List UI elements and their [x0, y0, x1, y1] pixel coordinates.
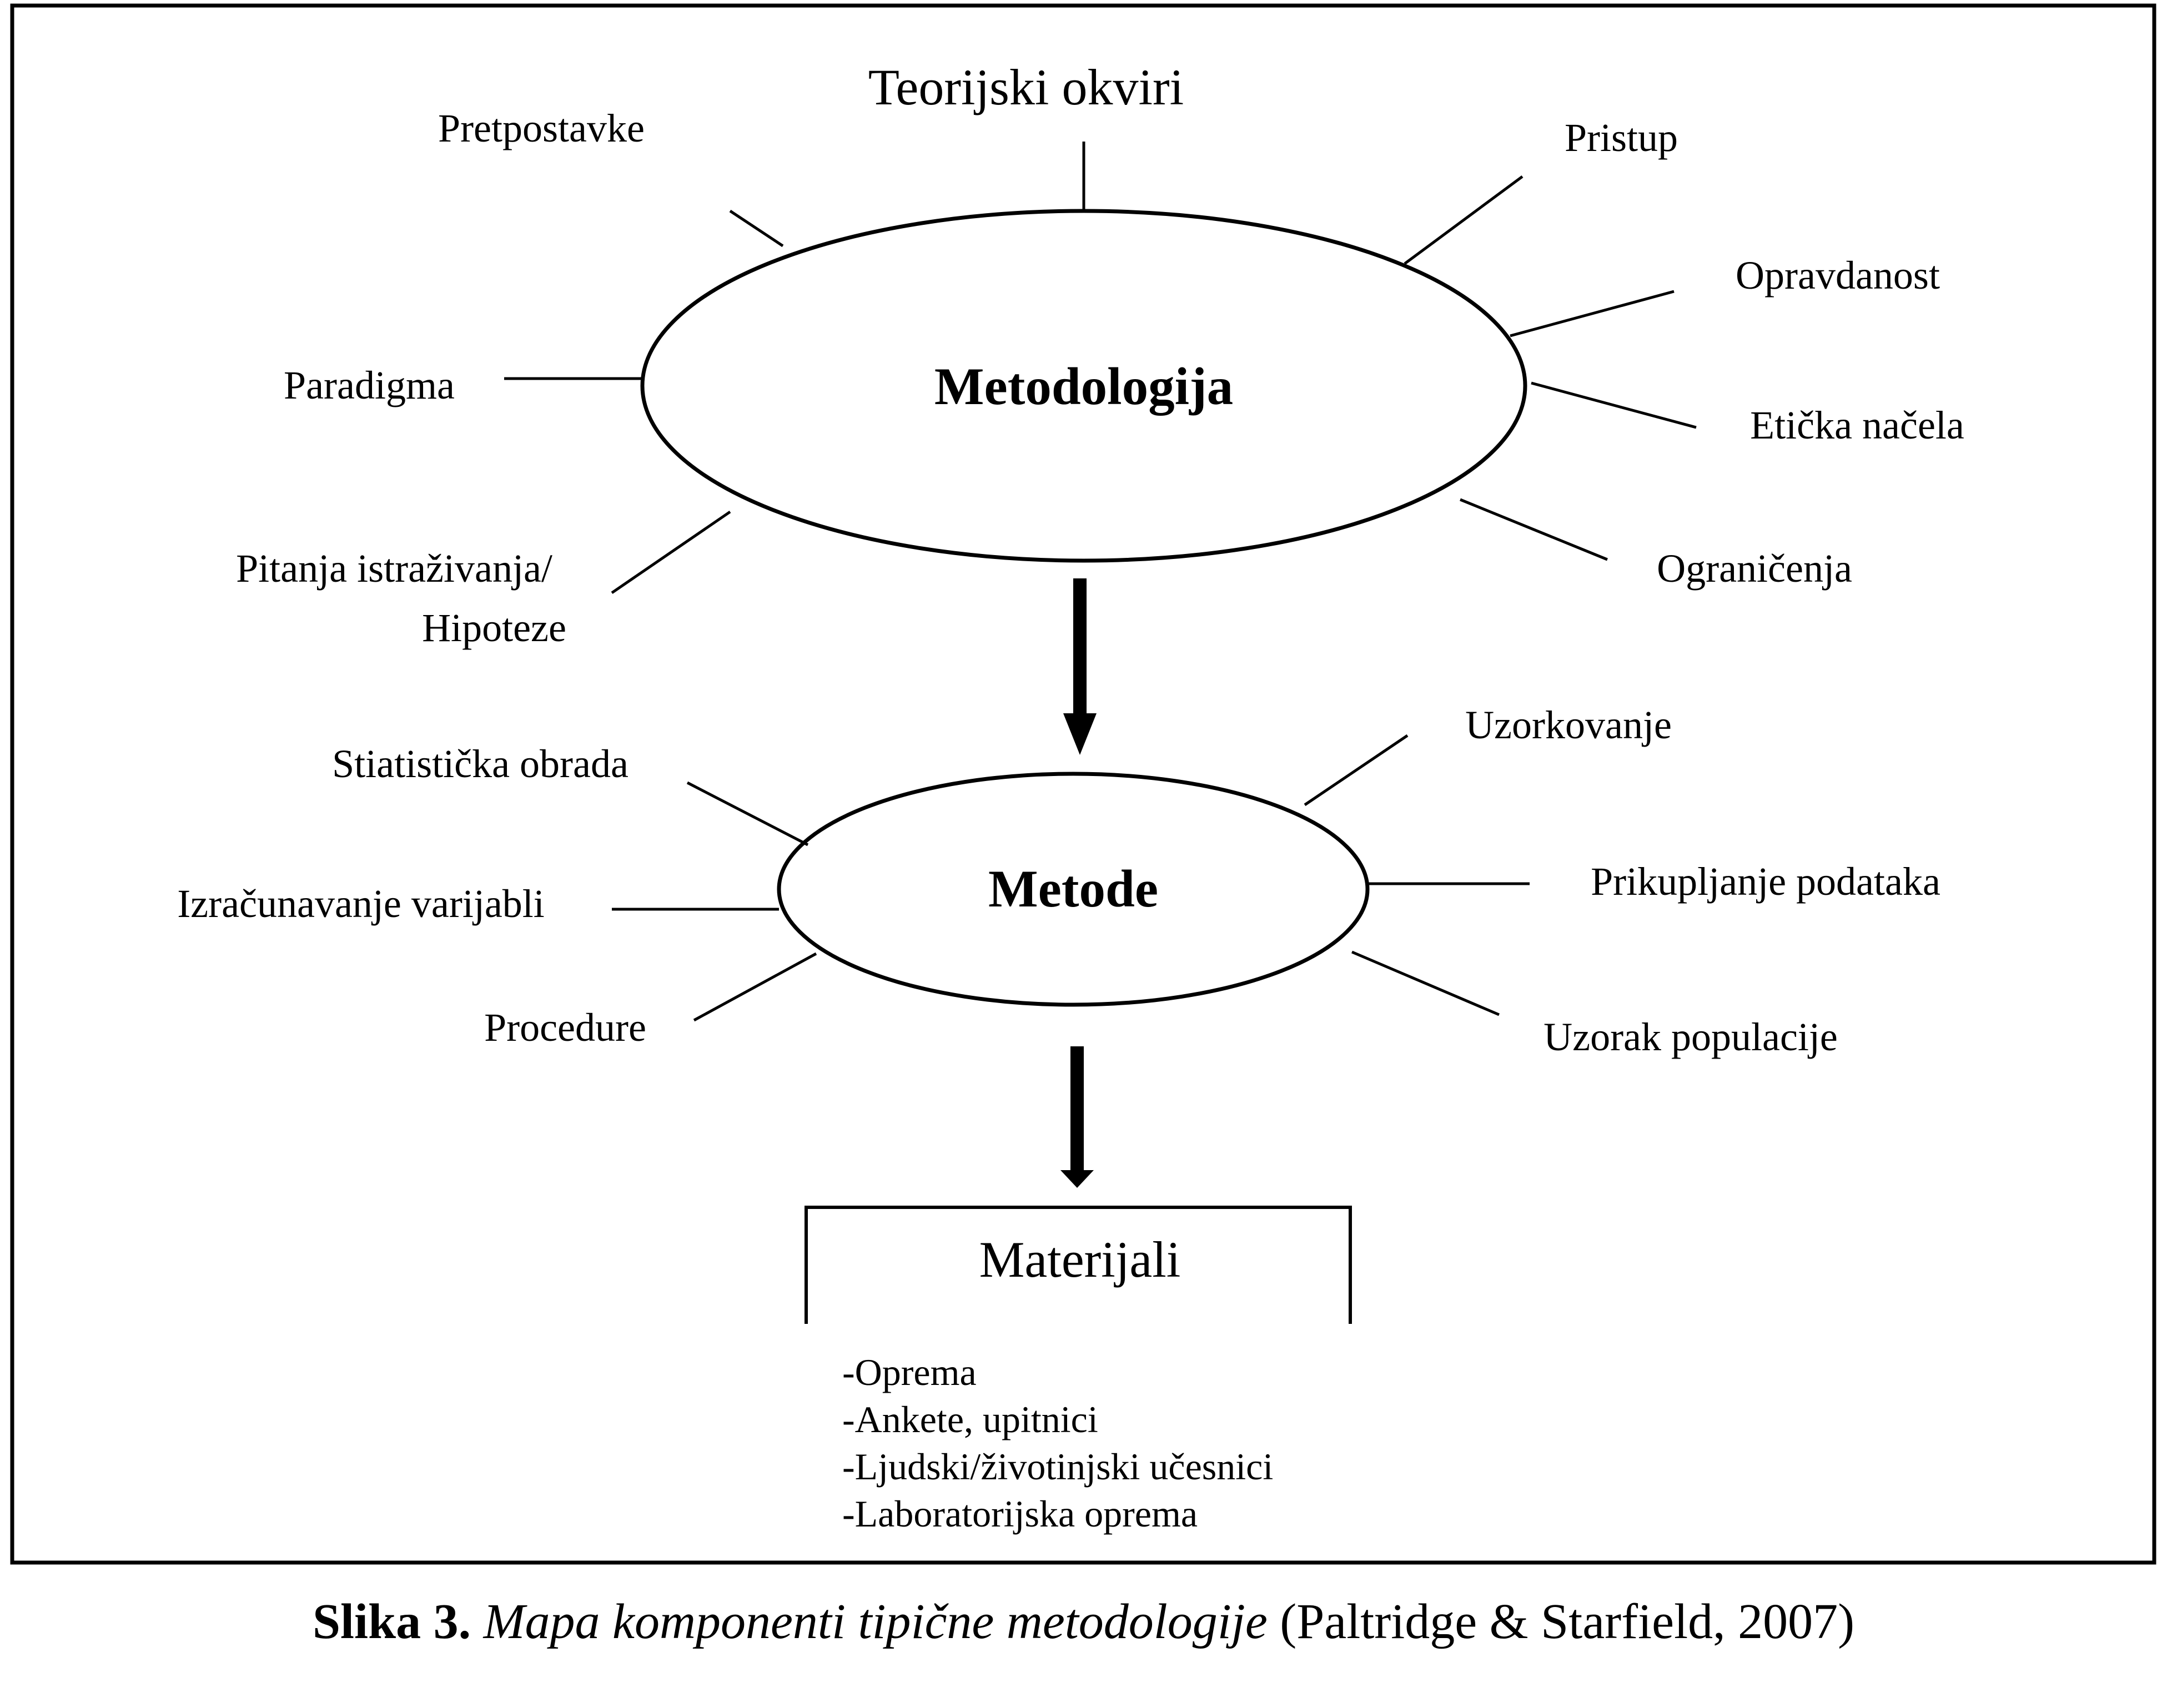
label-paradigm: Paradigma	[284, 363, 455, 407]
materials-title: Materijali	[979, 1231, 1181, 1288]
materials-box	[805, 1206, 1352, 1324]
methods-ellipse	[777, 772, 1370, 1007]
materials-item: -Ankete, upitnici	[842, 1398, 1098, 1440]
spoke-ethics	[1531, 381, 1697, 429]
spoke-sampling	[1304, 734, 1409, 807]
label-approach: Pristup	[1565, 115, 1678, 160]
label-justification: Opravdanost	[1736, 253, 1940, 298]
methodology-label: Metodologija	[934, 357, 1233, 416]
label-assumptions: Pretpostavke	[438, 106, 645, 150]
label-statistical-processing: Stiatistička obrada	[332, 742, 629, 786]
methods-spokes	[612, 734, 1530, 1022]
caption-label: Slika 3.	[312, 1594, 471, 1649]
figure-caption: Slika 3. Mapa komponenti tipične metodol…	[0, 1593, 2167, 1650]
methodology-ellipse	[640, 209, 1527, 563]
spoke-statistics	[686, 781, 809, 847]
label-research-questions: Pitanja istraživanja/	[236, 546, 552, 591]
label-theoretical-frameworks: Teorijski okviri	[868, 59, 1184, 115]
caption-title: Mapa komponenti tipične metodologije	[483, 1594, 1268, 1649]
methods-label: Metode	[988, 859, 1158, 918]
materials-item: -Laboratorijska oprema	[842, 1493, 1198, 1535]
caption-source: (Paltridge & Starfield, 2007)	[1280, 1594, 1855, 1649]
label-variable-calculation: Izračunavanje varijabli	[177, 881, 545, 926]
spoke-approach	[1404, 175, 1524, 265]
spoke-questions	[611, 510, 731, 594]
spoke-procedures	[693, 952, 817, 1022]
spoke-population-sample	[1351, 950, 1500, 1016]
materials-item: -Ljudski/životinjski učesnici	[842, 1445, 1273, 1488]
spoke-justification	[1510, 290, 1675, 337]
arrow-methods-to-materials	[1060, 1046, 1094, 1188]
spoke-limitations	[1460, 498, 1608, 561]
label-data-collection: Prikupljanje podataka	[1591, 859, 1940, 904]
spoke-assumptions	[729, 209, 784, 248]
label-limitations: Ograničenja	[1657, 546, 1852, 591]
label-ethical-principles: Etička načela	[1750, 403, 1964, 447]
methodology-spokes	[504, 142, 1697, 594]
label-population-sample: Uzorak populacije	[1543, 1015, 1838, 1059]
label-hypotheses: Hipoteze	[422, 606, 566, 650]
materials-item: -Oprema	[842, 1351, 977, 1393]
label-procedures: Procedure	[484, 1005, 646, 1050]
arrow-methodology-to-methods	[1063, 578, 1097, 755]
label-sampling: Uzorkovanje	[1465, 703, 1672, 747]
diagram-frame	[10, 3, 2156, 1565]
